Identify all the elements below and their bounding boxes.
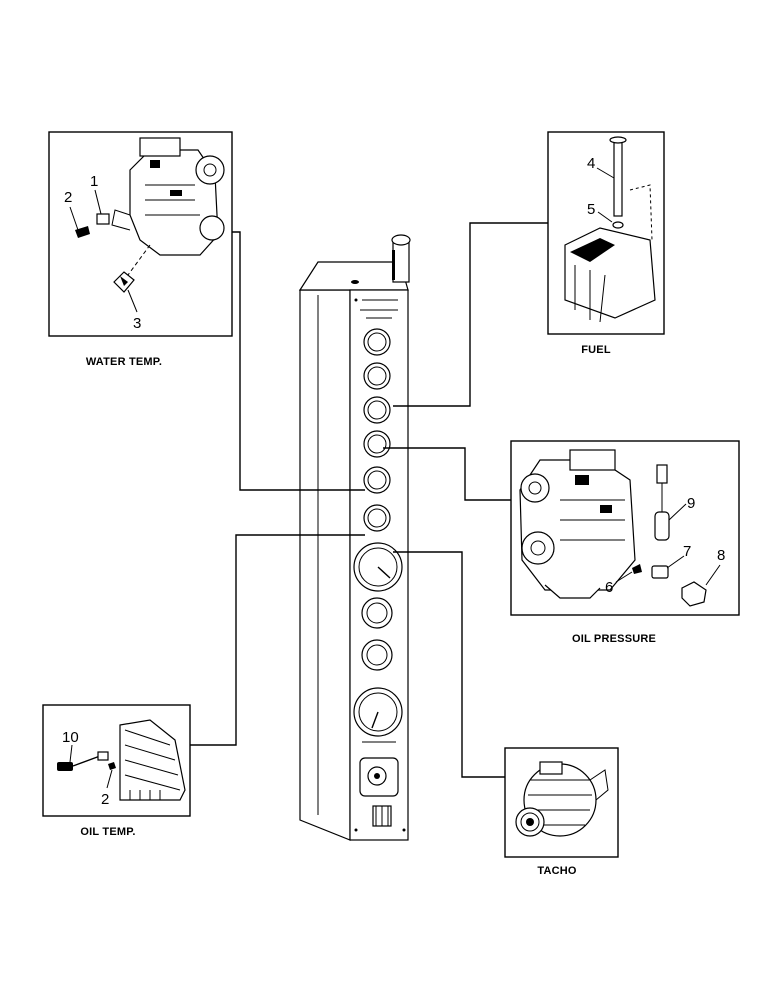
callout-7: 7: [683, 543, 691, 560]
gauge-5: [363, 466, 391, 494]
gauge-7: [361, 597, 393, 629]
water-temp-box: 1 2 3: [48, 131, 233, 337]
callout-9: 9: [687, 495, 695, 512]
callout-6: 6: [605, 579, 613, 596]
gauge-6: [363, 504, 391, 532]
engine-illustration: [519, 449, 636, 599]
gauge-2: [363, 362, 391, 390]
alternator-illustration: [515, 761, 609, 837]
gauge-8: [361, 639, 393, 671]
callout-5: 5: [587, 201, 595, 218]
gauge-3: [363, 396, 391, 424]
caption-fuel: FUEL: [581, 344, 611, 356]
bottom-knob: [372, 805, 392, 827]
leader-lines: [190, 222, 548, 778]
gauge-4: [363, 430, 391, 458]
callout-8: 8: [717, 547, 725, 564]
gauge-9: [353, 687, 403, 737]
callout-1: 1: [90, 173, 98, 190]
caption-oil-pressure: OIL PRESSURE: [571, 633, 657, 645]
oil-pressure-box: 9 7 8 6: [510, 440, 740, 616]
callout-2: 2: [64, 189, 72, 206]
key-switch: [359, 757, 399, 797]
callout-3: 3: [133, 315, 141, 332]
caption-water-temp: WATER TEMP.: [85, 356, 163, 368]
tacho-box: [504, 747, 619, 858]
oil-temp-box: 10 2: [42, 704, 191, 817]
callout-2b: 2: [101, 791, 109, 808]
caption-tacho: TACHO: [537, 865, 577, 877]
callout-10: 10: [62, 729, 79, 746]
callout-4: 4: [587, 155, 595, 172]
gauge-1: [363, 328, 391, 356]
engine-illustration: [111, 137, 225, 256]
instrument-panel: [298, 234, 411, 841]
caption-oil-temp: OIL TEMP.: [80, 826, 136, 838]
fuel-box: 4 5: [547, 131, 665, 335]
tacho-gauge: [353, 542, 403, 592]
